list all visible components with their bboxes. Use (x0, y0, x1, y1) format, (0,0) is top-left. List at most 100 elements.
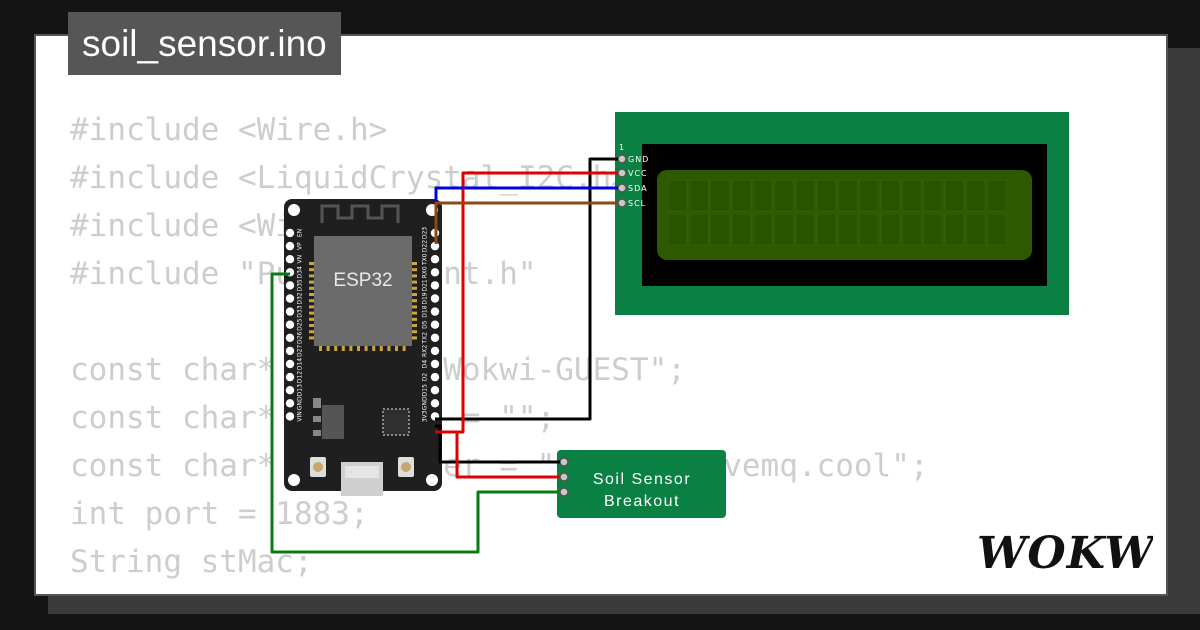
soil-sensor-pin[interactable] (559, 472, 569, 482)
esp32-pin-left[interactable] (285, 320, 295, 329)
esp32-pin-right[interactable] (430, 255, 440, 264)
soil-sensor-pin[interactable] (559, 487, 569, 497)
esp32-pin-right[interactable] (430, 268, 440, 277)
esp32-pin-label: D22 (422, 240, 429, 252)
wire-sensor-vcc[interactable] (435, 430, 560, 479)
esp32-pin-label: D13 (297, 384, 304, 396)
lcd-pin-number: 1 (619, 143, 624, 152)
lcd-pin-scl[interactable]: SCL (617, 198, 646, 208)
lcd-char-grid (667, 179, 1007, 246)
esp32-pin-label: GND (422, 396, 429, 410)
esp32-pin-label: D23 (422, 227, 429, 239)
esp32-pin-right[interactable] (430, 372, 440, 382)
lcd-pin-label: VCC (628, 169, 648, 178)
esp32-pin-label: D12 (297, 371, 304, 383)
usb-uart-chip (382, 408, 410, 436)
esp32-pin-label: D27 (297, 345, 304, 357)
esp32-left-header: ENVPVND34D35D32D33D25D26D27D14D12D13GNDV… (285, 228, 304, 422)
esp32-right-header: D23D22TX0RX0D21D19D18D5TX2RX2D4D2D15GND3… (422, 227, 440, 422)
lcd-pin-gnd[interactable]: GND (617, 154, 649, 164)
esp32-pin-left[interactable] (285, 386, 295, 395)
esp32-pin-label: D19 (422, 292, 429, 304)
esp32-pin-label: D26 (297, 331, 304, 343)
esp32-pin-right[interactable] (430, 359, 440, 369)
esp32-pin-right[interactable] (430, 307, 440, 316)
esp32-label: ESP32 (333, 270, 392, 291)
wire-lcd-scl[interactable] (434, 201, 618, 244)
esp32-pin-label: TX0 (422, 253, 429, 266)
mount-hole (288, 474, 300, 486)
esp32-pin-label: D21 (422, 279, 429, 291)
esp32-pin-label: D2 (422, 373, 429, 382)
esp32-pin-left[interactable] (285, 307, 295, 316)
esp32-pin-label: D14 (297, 358, 304, 370)
esp32-pin-label: VIN (297, 411, 304, 421)
esp32-pin-label: D35 (297, 279, 304, 291)
soil-sensor-label-line2: Breakout (604, 493, 680, 510)
esp32-pin-label: RX0 (422, 266, 429, 278)
esp32-pin-right[interactable] (430, 386, 440, 395)
esp32-pin-label: GND (297, 396, 304, 410)
esp32-pin-label: RX2 (422, 345, 429, 357)
lcd-pin-sda[interactable]: SDA (617, 183, 648, 193)
lcd-module[interactable]: 1 GND VCC SDA SCL (615, 112, 1069, 315)
esp32-pin-left[interactable] (285, 241, 295, 251)
esp32-pin-left[interactable] (285, 359, 295, 369)
wire-sensor-gnd[interactable] (435, 424, 560, 464)
esp32-pin-label: D4 (422, 360, 429, 369)
esp32-pin-left[interactable] (285, 281, 295, 290)
code-line: #include <Wire.h> (70, 112, 388, 148)
esp32-pin-right[interactable] (430, 399, 440, 408)
logo-text: WOKWi (977, 528, 1153, 578)
soil-sensor-pin[interactable] (559, 457, 569, 467)
esp32-pin-label: D34 (297, 266, 304, 278)
esp32-pin-label: D32 (297, 292, 304, 304)
lcd-pin-vcc[interactable]: VCC (617, 168, 648, 178)
esp32-pin-right[interactable] (430, 320, 440, 329)
wire-lcd-gnd[interactable] (435, 157, 618, 421)
file-name-tab[interactable]: soil_sensor.ino (68, 12, 341, 75)
esp32-pin-label: D18 (422, 305, 429, 317)
esp32-pin-label: 3V3 (422, 410, 429, 422)
esp32-pin-label: D25 (297, 318, 304, 330)
mount-hole (288, 204, 300, 216)
soil-sensor-label-line1: Soil Sensor (593, 471, 691, 488)
wire-sensor-signal[interactable] (270, 272, 560, 554)
esp32-pin-label: D5 (422, 320, 429, 329)
code-line: #include <LiquidCrystal_I2C.h> (70, 160, 630, 196)
esp32-pin-left[interactable] (285, 228, 295, 238)
antenna-trace (320, 204, 400, 223)
lcd-pin-label: GND (628, 155, 649, 164)
soil-sensor-pcb (557, 450, 726, 518)
esp32-pin-left[interactable] (285, 333, 295, 342)
esp32-pin-right[interactable] (430, 281, 440, 290)
esp32-pin-label: VP (297, 242, 304, 250)
esp32-pin-right[interactable] (430, 346, 440, 356)
esp32-pin-label: TX2 (422, 332, 429, 345)
esp32-pin-left[interactable] (285, 412, 295, 421)
esp32-pin-left[interactable] (285, 372, 295, 382)
esp32-pin-left[interactable] (285, 255, 295, 264)
chip-pads (309, 262, 417, 351)
code-line: char mac[50]; (70, 586, 929, 594)
esp32-pin-left[interactable] (285, 346, 295, 356)
wires (270, 157, 618, 554)
esp32-pin-right[interactable] (430, 333, 440, 342)
soil-sensor-breakout[interactable]: Soil Sensor Breakout (557, 450, 726, 518)
lcd-pin-label: SCL (628, 199, 646, 208)
esp32-pin-left[interactable] (285, 294, 295, 303)
lcd-pin-label: SDA (628, 184, 648, 193)
wokwi-logo: WOKWi (977, 528, 1153, 578)
esp32-chip (314, 236, 412, 346)
esp32-pin-label: EN (297, 229, 304, 237)
boot-button-cap (401, 462, 411, 472)
esp32-pin-left[interactable] (285, 399, 295, 408)
esp32-pin-right[interactable] (430, 294, 440, 303)
esp32-pin-label: VN (297, 255, 304, 264)
en-button-cap (313, 462, 323, 472)
voltage-regulator (322, 405, 344, 439)
esp32-board[interactable]: ESP32 ENVPVND34D35D32D33D25D26D27D14D12D… (284, 199, 442, 496)
code-line: String stMac; (70, 544, 313, 580)
esp32-pin-label: D15 (422, 384, 429, 396)
